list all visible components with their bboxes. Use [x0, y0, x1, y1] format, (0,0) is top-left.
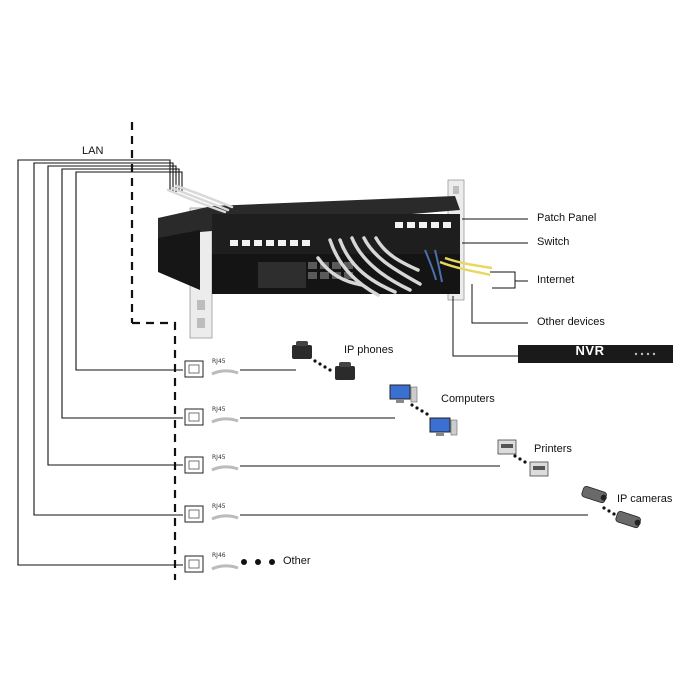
- lan-wiring: [17, 159, 183, 566]
- rj45-label-2: RJ45: [212, 406, 226, 413]
- label-nvr: NVR: [575, 343, 605, 358]
- printer-icon: [497, 439, 549, 477]
- label-other: Other: [283, 555, 311, 567]
- label-ip-cameras: IP cameras: [617, 493, 673, 505]
- rj45-label-1: RJ45: [212, 358, 226, 365]
- outlet-printers: [184, 456, 500, 474]
- outlet-ip-phones: [184, 360, 296, 378]
- blue-cables: [424, 249, 443, 283]
- computer-icon: [389, 384, 458, 436]
- label-printers: Printers: [534, 443, 572, 455]
- label-computers: Computers: [441, 393, 495, 405]
- outlet-computers: [184, 408, 395, 426]
- internet-cable: [439, 256, 493, 277]
- rj45-label-4: RJ45: [212, 503, 226, 510]
- label-other-devices: Other devices: [537, 316, 605, 328]
- label-lan: LAN: [82, 145, 104, 157]
- lan-bundle: [166, 184, 234, 214]
- nvr-box: [518, 345, 673, 363]
- label-internet: Internet: [537, 274, 575, 286]
- outlet-ip-cameras: [184, 505, 588, 523]
- wall-dashed-line: [130, 122, 177, 580]
- patch-cables: [316, 236, 422, 297]
- label-patch-panel: Patch Panel: [537, 212, 597, 224]
- rj45-label-5: RJ46: [212, 552, 226, 559]
- outlet-other: [184, 555, 275, 573]
- label-ip-phones: IP phones: [344, 344, 394, 356]
- ip-phone-icon: [292, 341, 355, 380]
- label-switch: Switch: [537, 236, 570, 248]
- rj45-label-3: RJ45: [212, 454, 226, 461]
- callout-lines: [452, 218, 528, 357]
- ip-camera-icon: [581, 485, 641, 529]
